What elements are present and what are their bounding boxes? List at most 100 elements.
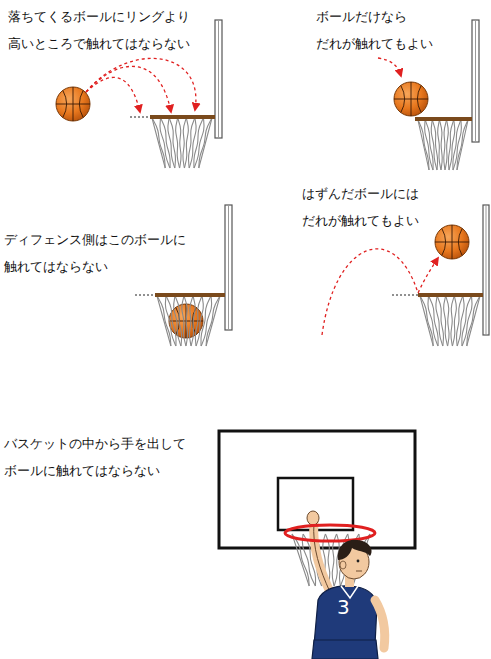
backboard-square bbox=[278, 478, 353, 530]
panel-reach-through bbox=[219, 431, 415, 659]
backboard bbox=[483, 205, 489, 335]
net-strand bbox=[462, 296, 472, 346]
net bbox=[420, 296, 480, 346]
net-strand bbox=[444, 120, 447, 170]
net bbox=[418, 120, 468, 170]
player-eye bbox=[357, 560, 360, 563]
player-arm bbox=[314, 522, 330, 592]
ball-body bbox=[56, 87, 90, 121]
net-strand bbox=[189, 296, 193, 346]
backboard-edge bbox=[218, 20, 219, 138]
net-strand bbox=[420, 296, 433, 346]
net-strand bbox=[174, 296, 181, 346]
ball-body bbox=[394, 82, 428, 116]
rim bbox=[150, 115, 215, 119]
rim-level-line bbox=[392, 295, 418, 296]
jersey-number: 3 bbox=[337, 596, 350, 618]
ball-body bbox=[435, 225, 469, 259]
player-hair bbox=[338, 540, 372, 560]
net-strand bbox=[152, 118, 165, 168]
rule-note: ディフェンス側はこのボールに 触れてはならない bbox=[4, 226, 194, 280]
net-strand bbox=[184, 118, 188, 168]
net-strand bbox=[157, 296, 171, 346]
net-strand bbox=[292, 534, 309, 586]
basketball bbox=[394, 82, 428, 116]
player-hand bbox=[307, 511, 319, 525]
net-strand bbox=[467, 296, 480, 346]
rim bbox=[415, 117, 472, 121]
rim bbox=[285, 525, 375, 541]
net-strand bbox=[425, 120, 433, 170]
trajectory-arrow bbox=[322, 249, 438, 335]
net-strand bbox=[161, 118, 171, 168]
trajectory-arrow bbox=[378, 58, 401, 76]
net-strand bbox=[199, 118, 212, 168]
net bbox=[157, 296, 220, 346]
net-strand bbox=[168, 118, 175, 168]
rim bbox=[155, 293, 225, 297]
player-jersey bbox=[314, 586, 377, 645]
ball-seam bbox=[442, 228, 446, 255]
net-strand bbox=[457, 296, 464, 346]
net-strand bbox=[445, 120, 448, 170]
net-strand bbox=[189, 118, 196, 168]
net-strand bbox=[206, 296, 220, 346]
ball-seam bbox=[401, 85, 405, 112]
backboard bbox=[472, 20, 479, 142]
rule-note: はずんだボールには だれが触れてもよい bbox=[302, 180, 427, 234]
backboard-edge bbox=[486, 205, 487, 335]
rim-level-line bbox=[130, 117, 150, 118]
net-strand bbox=[182, 296, 186, 346]
ball-seam bbox=[79, 90, 83, 117]
net-strand bbox=[152, 118, 165, 168]
net-strand bbox=[194, 118, 204, 168]
net-strand bbox=[429, 296, 439, 346]
net bbox=[152, 118, 212, 168]
panel-ball-in-net bbox=[135, 205, 232, 346]
rule-note: バスケットの中から手を出して ボールに触れてはならない bbox=[4, 430, 194, 484]
net-strand bbox=[451, 296, 454, 346]
net-strand bbox=[157, 296, 171, 346]
basketball bbox=[56, 87, 90, 121]
net-strand bbox=[420, 296, 433, 346]
trajectory-arrow bbox=[86, 58, 196, 110]
net-strand bbox=[436, 296, 443, 346]
net-strand bbox=[467, 296, 480, 346]
rim-level-line bbox=[135, 295, 155, 296]
net-strand bbox=[418, 120, 429, 170]
ball-seam bbox=[458, 228, 462, 255]
player-shorts bbox=[312, 640, 378, 659]
trajectory-arrow bbox=[86, 66, 171, 112]
net-strand bbox=[457, 120, 468, 170]
net-strand bbox=[438, 120, 441, 170]
net-strand bbox=[457, 120, 468, 170]
player-mouth bbox=[356, 571, 362, 572]
ball-seam bbox=[73, 87, 74, 121]
ball-seam bbox=[411, 82, 412, 116]
net-strand bbox=[449, 120, 455, 170]
rule-note: ボールだけなら だれが触れてもよい bbox=[316, 3, 441, 57]
net-strand bbox=[452, 296, 456, 346]
backboard-edge bbox=[228, 205, 229, 330]
net-strand bbox=[199, 118, 212, 168]
ball-seam bbox=[417, 85, 421, 112]
net-strand bbox=[418, 120, 429, 170]
net-strand bbox=[166, 296, 176, 346]
player-arm-outline bbox=[314, 522, 330, 592]
basketball bbox=[435, 225, 469, 259]
rule-note: 落ちてくるボールにリングより 高いところで触れてはならない bbox=[8, 3, 198, 57]
net-strand bbox=[292, 534, 309, 586]
backboard-edge bbox=[475, 20, 476, 142]
net-strand bbox=[196, 296, 203, 346]
net-strand bbox=[191, 296, 195, 346]
ball-seam bbox=[452, 225, 453, 259]
player-arm bbox=[375, 600, 385, 648]
net-strand bbox=[444, 296, 448, 346]
player-ear bbox=[340, 561, 346, 569]
net-strand bbox=[201, 296, 211, 346]
rim bbox=[418, 293, 483, 297]
net-strand bbox=[176, 118, 180, 168]
backboard bbox=[225, 205, 232, 330]
